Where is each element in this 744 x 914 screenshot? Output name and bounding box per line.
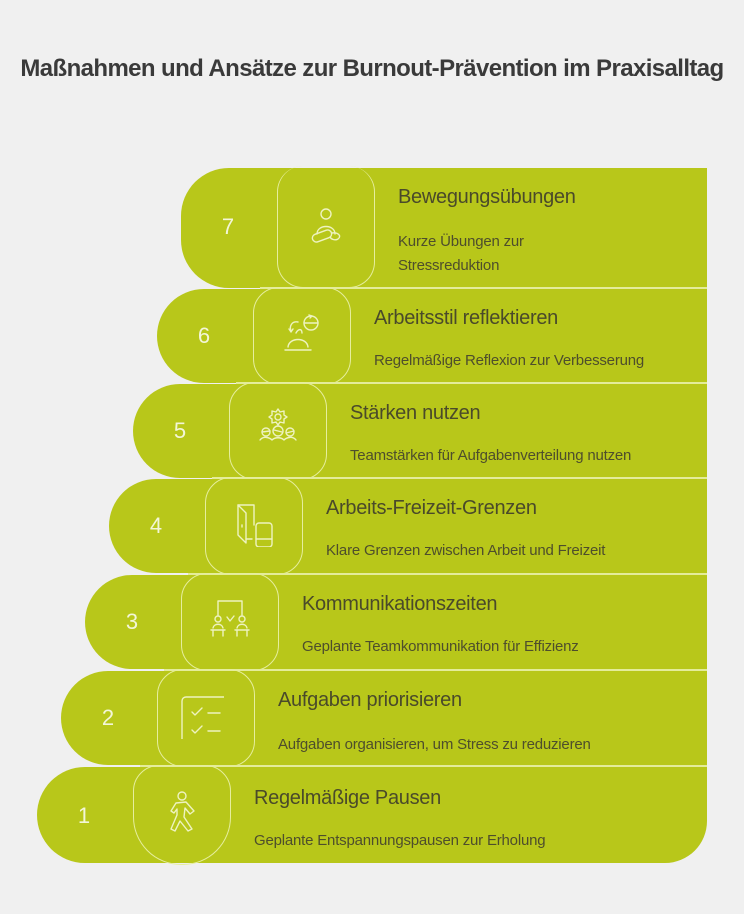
step-number: 5 bbox=[173, 418, 187, 443]
divider bbox=[140, 765, 707, 767]
meditation-person-icon bbox=[304, 204, 348, 248]
divider bbox=[236, 382, 707, 384]
step-2: 2 Aufgaben priorisieren Aufgaben organis… bbox=[61, 669, 707, 767]
step-description: Aufgaben organisieren, um Stress zu redu… bbox=[278, 736, 591, 753]
step-description: Regelmäßige Reflexion zur Verbesserung bbox=[374, 352, 645, 369]
walking-person-icon bbox=[160, 791, 204, 835]
step-7: 7 Bewegungsübungen Kurze Übungen zur Str… bbox=[181, 166, 707, 288]
step-heading: Bewegungsübungen bbox=[398, 186, 576, 208]
step-description: Teamstärken für Aufgabenverteilung nutze… bbox=[350, 447, 632, 464]
step-heading: Regelmäßige Pausen bbox=[254, 787, 441, 809]
step-number: 1 bbox=[77, 803, 91, 828]
divider bbox=[164, 669, 707, 671]
step-heading: Kommunikationszeiten bbox=[302, 593, 498, 615]
divider bbox=[260, 287, 707, 289]
step-number: 2 bbox=[101, 705, 115, 730]
icon-cell bbox=[133, 765, 231, 865]
step-1: 1 Regelmäßige Pausen Geplante Entspannun… bbox=[37, 765, 707, 865]
step-description: Kurze Übungen zur Stressreduktion bbox=[398, 233, 524, 274]
step-heading: Stärken nutzen bbox=[350, 402, 481, 424]
divider bbox=[212, 477, 707, 479]
step-4: 4 Arbeits-Freizeit-Grenzen Klare Grenzen… bbox=[109, 477, 707, 575]
step-number: 7 bbox=[221, 214, 235, 239]
step-heading: Arbeits-Freizeit-Grenzen bbox=[326, 497, 537, 519]
step-description: Geplante Teamkommunikation für Effizienz bbox=[302, 638, 579, 655]
door-phone-icon bbox=[232, 503, 276, 548]
step-number: 6 bbox=[197, 323, 211, 348]
step-number: 3 bbox=[125, 609, 139, 634]
step-5: 5 Stärken nutzen Teamstärken für Aufgabe… bbox=[133, 382, 707, 480]
step-number: 4 bbox=[149, 513, 163, 538]
page-title: Maßnahmen und Ansätze zur Burnout-Präven… bbox=[20, 55, 724, 82]
divider bbox=[188, 573, 707, 575]
checklist-icon bbox=[180, 695, 229, 744]
team-gear-icon bbox=[256, 406, 300, 450]
meeting-people-icon bbox=[208, 599, 252, 643]
reflection-cycle-icon bbox=[280, 311, 324, 355]
step-heading: Aufgaben priorisieren bbox=[278, 689, 462, 711]
step-description: Klare Grenzen zwischen Arbeit und Freize… bbox=[326, 542, 606, 559]
step-6: 6 Arbeitsstil reflektieren Regelmäßige R… bbox=[157, 287, 707, 385]
step-heading: Arbeitsstil reflektieren bbox=[374, 307, 558, 329]
step-description: Geplante Entspannungspausen zur Erholung bbox=[254, 832, 546, 849]
step-3: 3 Kommunikationszeiten Geplante Teamkomm… bbox=[85, 573, 707, 671]
